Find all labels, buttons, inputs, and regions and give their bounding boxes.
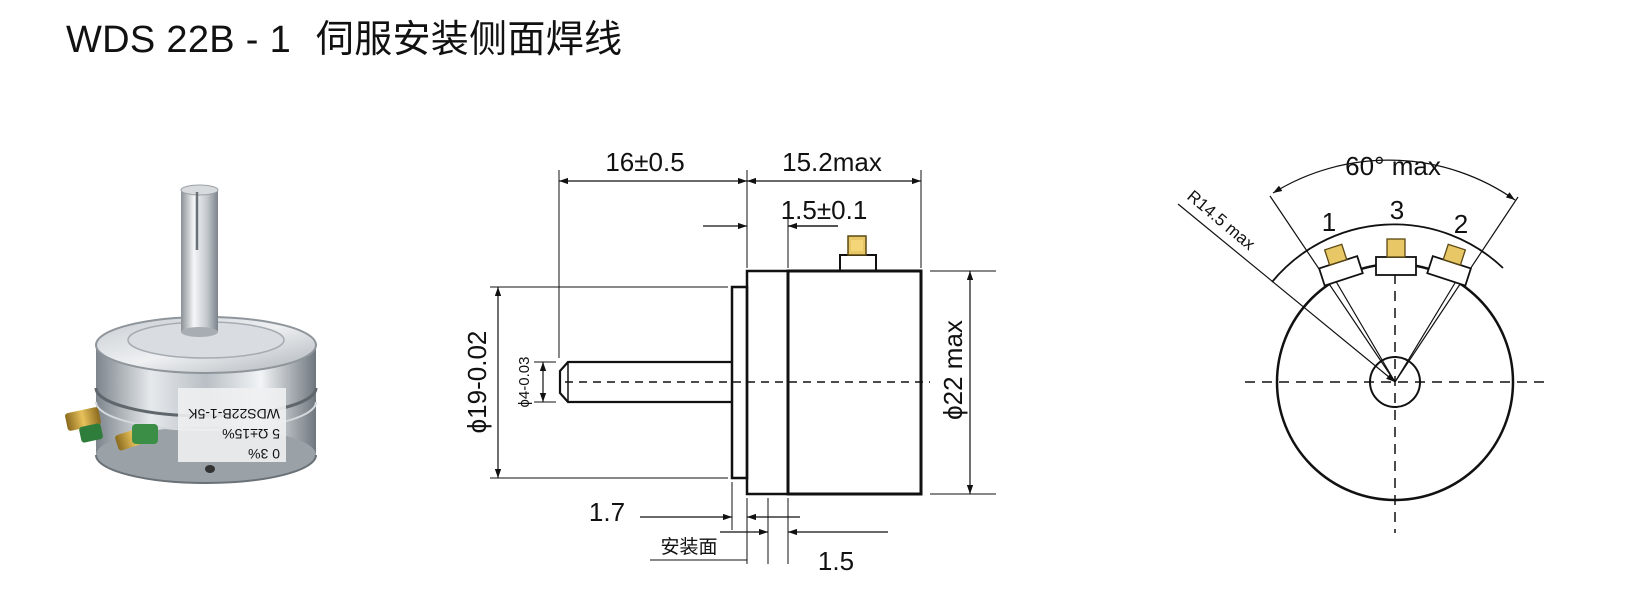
side-view-drawing: [490, 170, 996, 564]
angle-label: 60° max: [1345, 151, 1441, 181]
mount-face-label: 安装面: [660, 536, 717, 558]
page-title: WDS 22B - 1 伺服安装侧面焊线: [66, 8, 622, 63]
photo-terminals: [65, 407, 158, 451]
product-photo: 0 3% 5 Ω±15% WDS22B-1-5K: [65, 184, 318, 484]
end-view-labels: 60° max R14.5 max 1 3 2: [1183, 151, 1468, 254]
side-view-labels: 16±0.5 15.2max 1.5±0.1 ϕ19-0.02 ϕ4-0.03 …: [462, 147, 968, 576]
dim-shaft-length: 16±0.5: [605, 147, 684, 177]
dim-shaft-diameter: ϕ4-0.03: [516, 357, 533, 408]
photo-label-line3: WDS22B-1-5K: [188, 406, 280, 422]
radius-label: R14.5 max: [1183, 187, 1259, 255]
dim-boss-thickness: 1.7: [589, 497, 625, 527]
dim-body-diameter: ϕ22 max: [938, 320, 968, 420]
terminal-3-label: 3: [1390, 195, 1404, 225]
terminal-1-label: 1: [1322, 207, 1336, 237]
photo-label-line2: 5 Ω±15%: [222, 426, 280, 442]
photo-label-line1: 0 3%: [248, 446, 280, 462]
dim-flange-thickness: 1.5±0.1: [781, 195, 868, 225]
end-view-drawing: [1177, 159, 1545, 533]
dim-flange-diameter: ϕ19-0.02: [462, 331, 492, 434]
dim-flange-width: 1.5: [818, 546, 854, 576]
terminal-2-label: 2: [1454, 209, 1468, 239]
model-name: WDS 22B - 1: [66, 19, 292, 61]
dim-body-length: 15.2max: [782, 147, 882, 177]
title-description: 伺服安装侧面焊线: [315, 17, 623, 61]
